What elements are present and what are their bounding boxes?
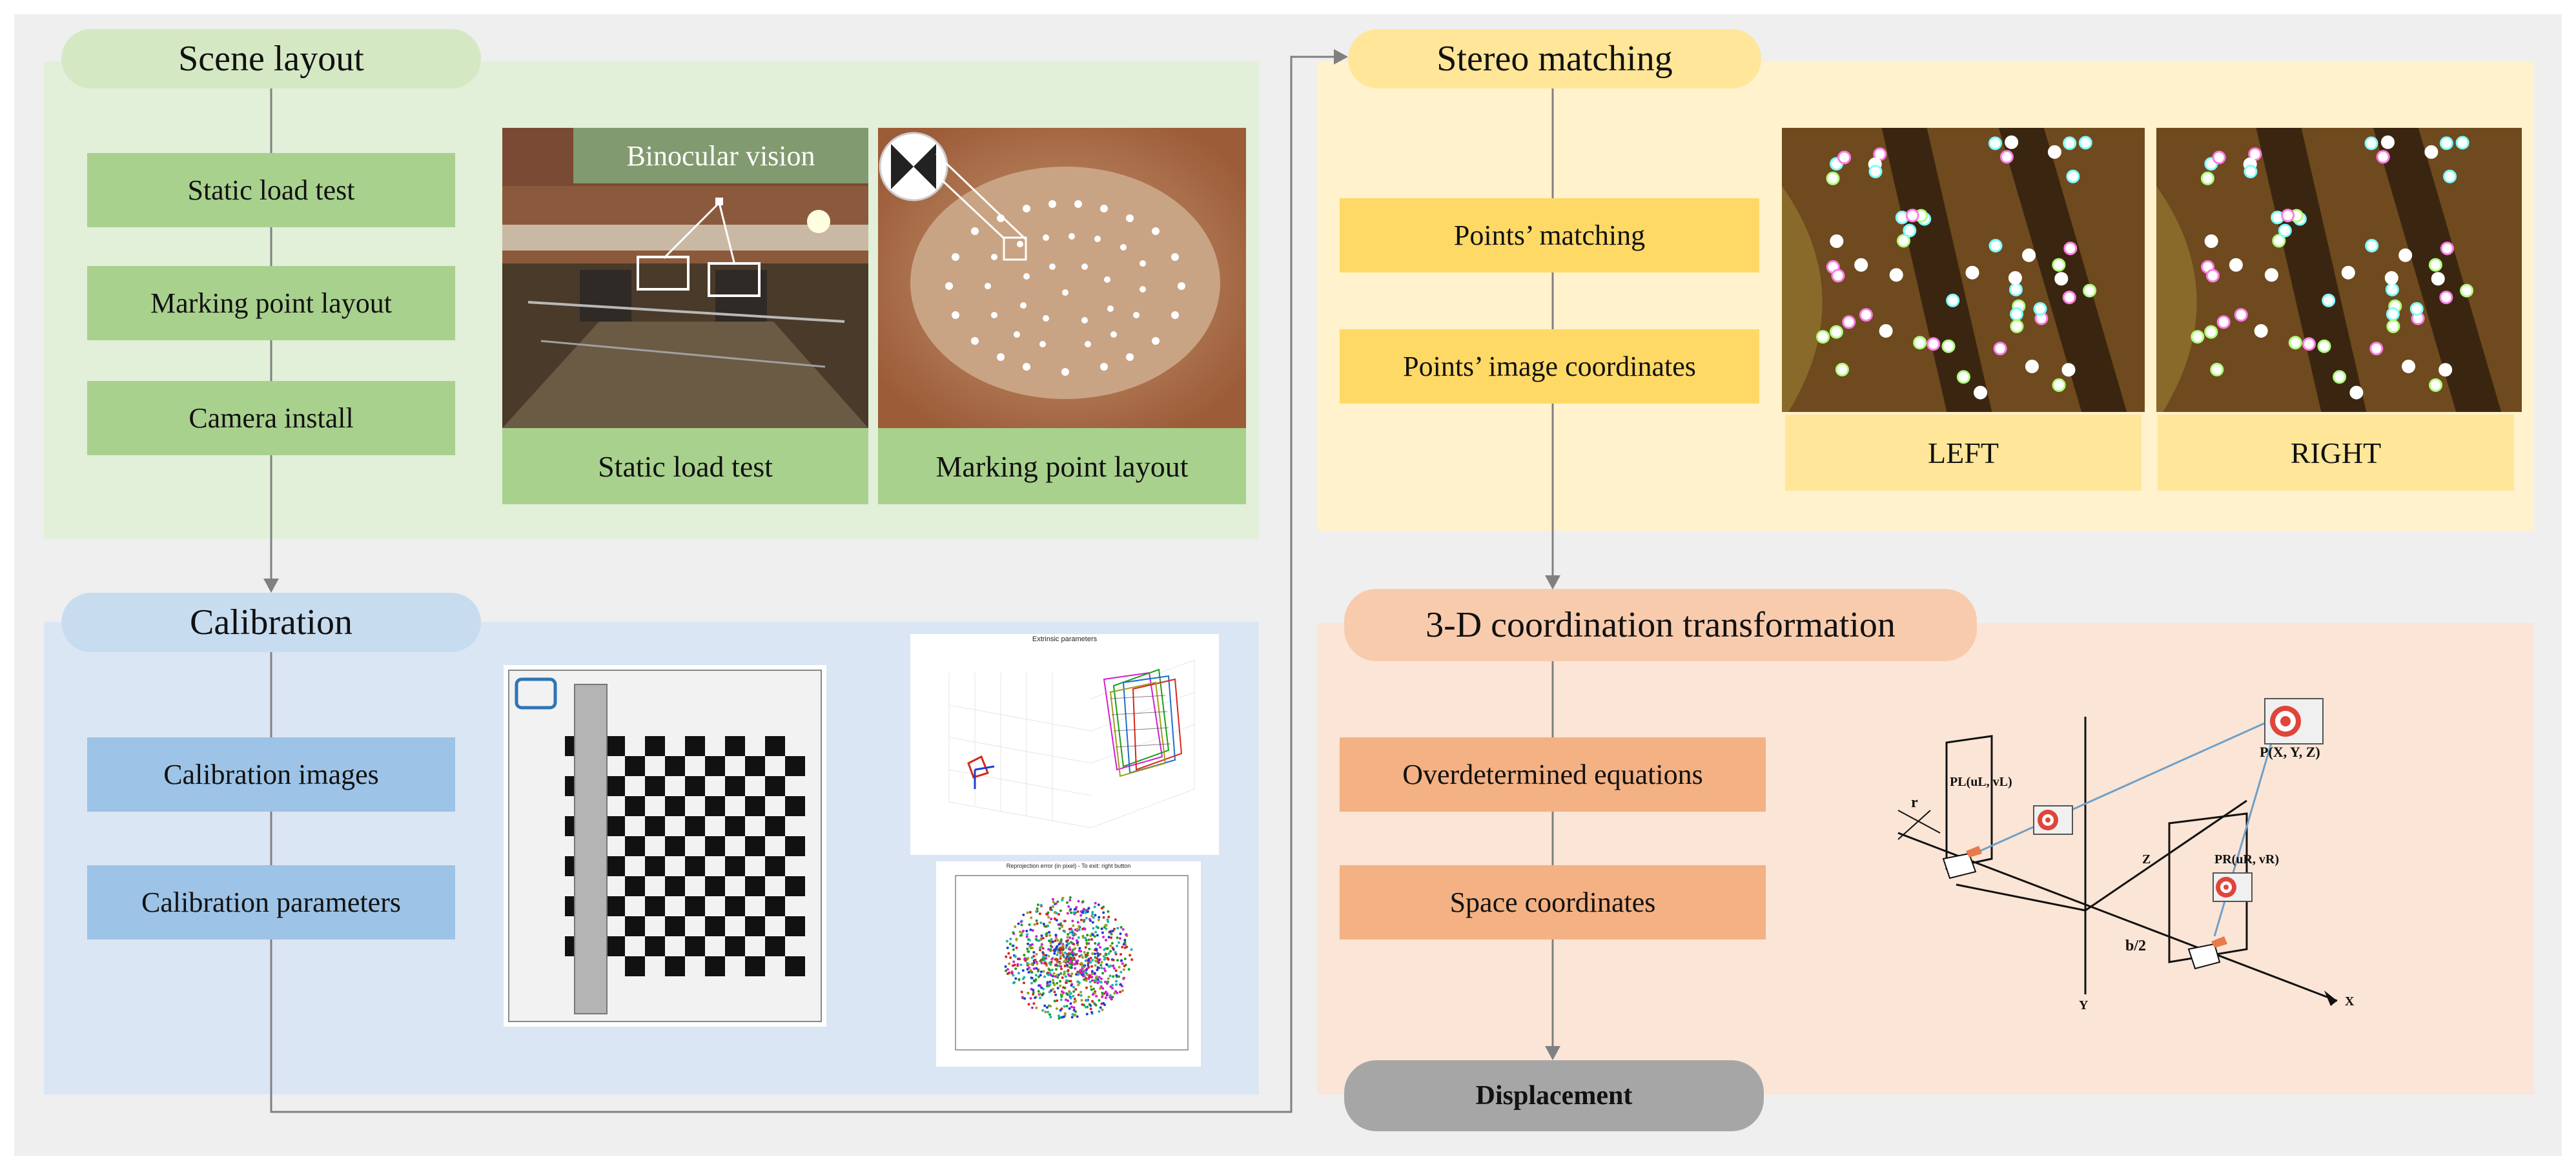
stereo-geometry-sketch: P(X, Y, Z) PL(uL, vL) PR(uR, vR) r b/2 X… xyxy=(1885,678,2466,1033)
left-camera-image xyxy=(1782,128,2145,412)
extrinsic-plot-title: Extrinsic parameters xyxy=(1032,635,1098,643)
step-static-load-test: Static load test xyxy=(87,153,455,227)
checkerboard-photo xyxy=(504,665,826,1027)
step-overdetermined-equations: Overdetermined equations xyxy=(1340,737,1766,812)
step-points-image-coordinates: Points’ image coordinates xyxy=(1340,329,1759,404)
transformation-panel xyxy=(1317,623,2534,1094)
marking-point-photo-art xyxy=(878,128,1246,428)
checkerboard-photo-art xyxy=(508,670,822,1022)
reprojection-plot-title: Reprojection error (in pixel) - To exit:… xyxy=(1006,863,1131,869)
step-points-matching: Points’ matching xyxy=(1340,198,1759,272)
stereo-matching-title: Stereo matching xyxy=(1348,29,1761,88)
marking-point-photo xyxy=(878,128,1246,428)
step-marking-point-layout: Marking point layout xyxy=(87,266,455,340)
step-calibration-parameters: Calibration parameters xyxy=(87,865,455,939)
label-pr: PR(uR, vR) xyxy=(2214,852,2279,867)
right-caption: RIGHT xyxy=(2158,415,2514,491)
target-icon xyxy=(2264,698,2324,744)
extrinsic-plot-art xyxy=(948,659,1195,828)
static-load-test-caption: Static load test xyxy=(502,428,868,504)
right-camera-image xyxy=(2156,128,2522,412)
scene-layout-title: Scene layout xyxy=(61,29,481,88)
label-p: P(X, Y, Z) xyxy=(2260,744,2320,760)
step-camera-install: Camera install xyxy=(87,381,455,455)
binocular-vision-label: Binocular vision xyxy=(626,139,815,172)
left-caption: LEFT xyxy=(1785,415,2142,491)
label-y-axis: Y xyxy=(2079,998,2089,1012)
transformation-title: 3-D coordination transformation xyxy=(1344,589,1977,661)
reprojection-error-plot: Reprojection error (in pixel) - To exit:… xyxy=(936,861,1201,1067)
label-r: r xyxy=(1911,794,1918,811)
reprojection-plot-art xyxy=(955,875,1189,1051)
stereo-geometry-art xyxy=(1897,698,2338,1006)
label-pl: PL(uL, vL) xyxy=(1950,775,2012,789)
label-b2: b/2 xyxy=(2125,938,2147,954)
right-camera-image-art xyxy=(2156,128,2522,412)
extrinsic-parameters-plot: Extrinsic parameters xyxy=(910,634,1219,855)
label-z-axis: Z xyxy=(2142,852,2151,867)
static-load-test-photo: Binocular vision xyxy=(502,128,868,428)
step-space-coordinates: Space coordinates xyxy=(1340,865,1766,939)
step-calibration-images: Calibration images xyxy=(87,737,455,812)
left-camera-image-art xyxy=(1782,128,2145,412)
marking-point-layout-caption: Marking point layout xyxy=(878,428,1246,504)
label-x-axis: X xyxy=(2345,994,2355,1009)
displacement-output: Displacement xyxy=(1344,1060,1764,1131)
calibration-title: Calibration xyxy=(61,593,481,652)
